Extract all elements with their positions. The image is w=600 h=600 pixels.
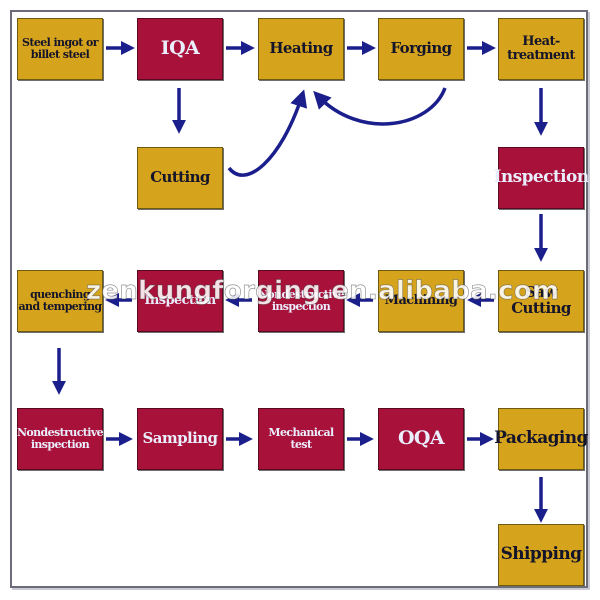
step-inspection-1: Inspection — [494, 147, 589, 209]
step-cutting: Cutting — [137, 147, 223, 209]
watermark: zenkungforging.en.alibaba.com — [86, 276, 560, 307]
step-heat-treatment: Heat-treatment — [498, 18, 584, 80]
step-shipping: Shipping — [498, 524, 584, 586]
step-inspection-2: Inspection — [137, 270, 223, 332]
step-machining: Machining — [378, 270, 464, 332]
step-heating: Heating — [258, 18, 344, 80]
step-packaging: Packaging — [494, 408, 588, 470]
step-sampling: Sampling — [137, 408, 223, 470]
step-forging: Forging — [378, 18, 464, 80]
step-iqa: IQA — [137, 18, 223, 80]
diagram-frame — [10, 10, 588, 588]
step-nondestructive-inspection-2: Nondestructive inspection — [17, 408, 104, 470]
step-mechanical-test: Mechanical test — [258, 408, 344, 470]
step-steel-ingot: Steel ingot or billet steel — [17, 18, 103, 80]
step-quenching-tempering: quenching and tempering — [17, 270, 103, 332]
step-oqa: OQA — [378, 408, 464, 470]
step-nondestructive-inspection-1: Nondestructive inspection — [258, 270, 345, 332]
step-saw-cutting: Saw Cutting — [498, 270, 584, 332]
